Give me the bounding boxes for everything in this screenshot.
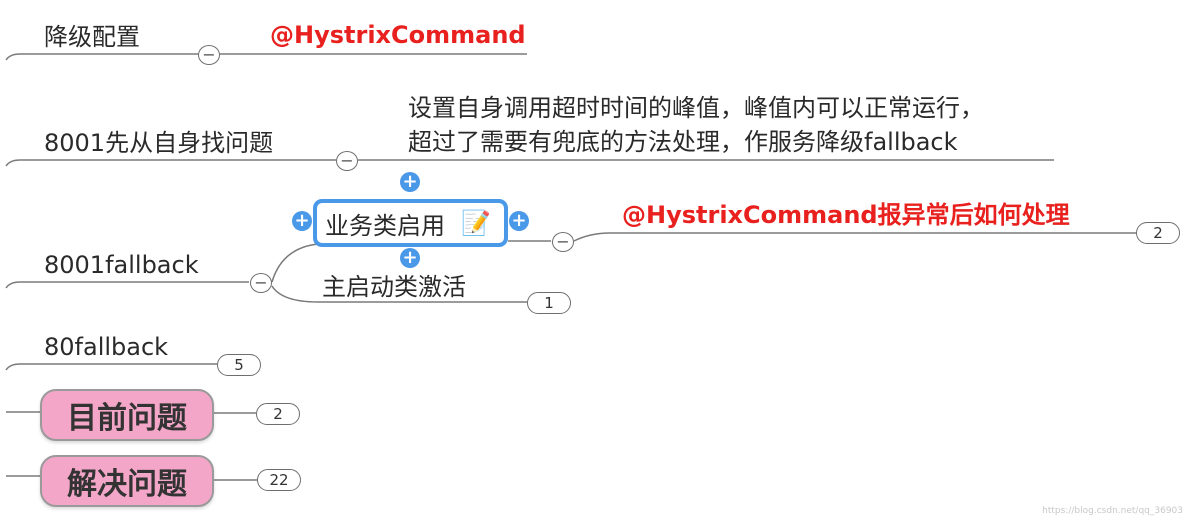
count-badge-main-activate[interactable]: 1: [527, 292, 571, 314]
memo-icon[interactable]: 📝: [461, 209, 491, 237]
add-handle-right[interactable]: +: [509, 211, 529, 231]
count-badge-business[interactable]: 2: [1136, 222, 1180, 244]
topic-80-fallback[interactable]: 80fallback: [44, 333, 169, 361]
note-timeout-line-1[interactable]: 设置自身调用超时时间的峰值，峰值内可以正常运行，: [408, 94, 984, 122]
topic-downgrade-config[interactable]: 降级配置: [44, 23, 140, 51]
collapse-button-8001-fallback[interactable]: −: [250, 273, 272, 293]
count-badge-current-issues[interactable]: 2: [256, 403, 300, 425]
topic-current-issues[interactable]: 目前问题: [40, 389, 214, 441]
topic-solve-issues[interactable]: 解决问题: [40, 455, 214, 507]
business-enable-label: 业务类启用: [325, 211, 445, 240]
count-badge-80-fallback[interactable]: 5: [217, 354, 261, 376]
watermark: https://blog.csdn.net/qq_36903: [1042, 506, 1183, 516]
topic-8001-self-first[interactable]: 8001先从自身找问题: [44, 129, 274, 157]
add-handle-bottom[interactable]: +: [400, 248, 420, 268]
topic-main-activate[interactable]: 主启动类激活: [322, 273, 466, 301]
topic-8001-fallback[interactable]: 8001fallback: [44, 251, 199, 279]
topic-business-enable-selected[interactable]: 业务类启用 📝: [313, 199, 508, 247]
annotation-hystrix-exception[interactable]: @HystrixCommand报异常后如何处理: [622, 201, 1070, 229]
collapse-button-downgrade-config[interactable]: −: [198, 45, 220, 65]
add-handle-left[interactable]: +: [292, 211, 312, 231]
annotation-hystrix-command[interactable]: @HystrixCommand: [270, 21, 526, 49]
collapse-button-business-enable[interactable]: −: [552, 232, 574, 252]
count-badge-solve-issues[interactable]: 22: [257, 469, 301, 491]
collapse-button-self-first[interactable]: −: [336, 151, 358, 171]
add-handle-top[interactable]: +: [400, 172, 420, 192]
note-timeout-line-2[interactable]: 超过了需要有兜底的方法处理，作服务降级fallback: [408, 128, 958, 156]
